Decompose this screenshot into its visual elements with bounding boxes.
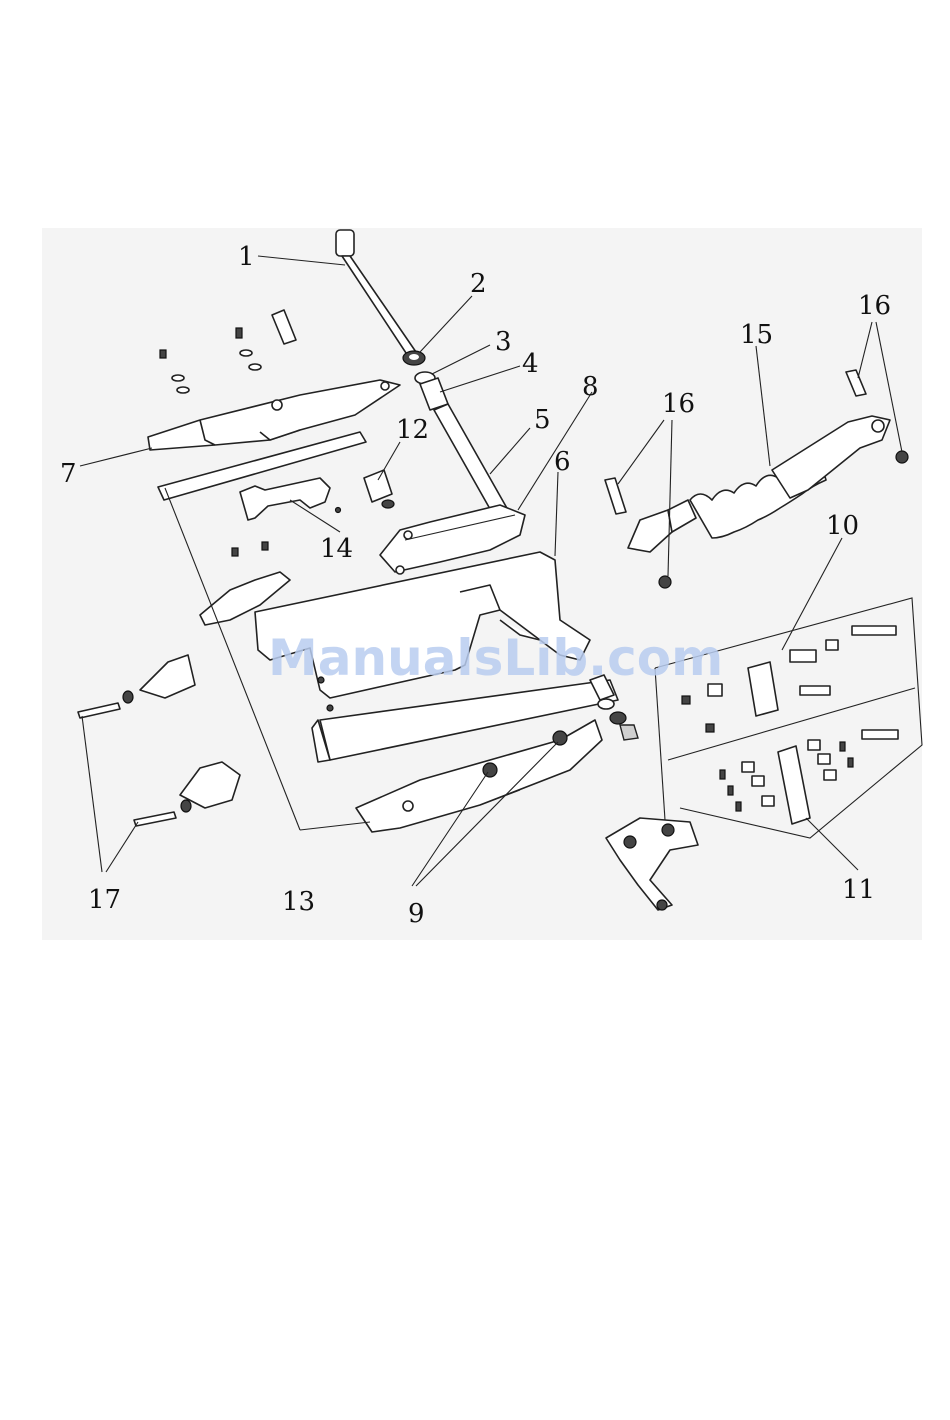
callout-5: 5 [534,405,551,435]
callout-17: 17 [88,885,121,915]
callout-7: 7 [60,459,77,489]
callout-15: 15 [740,320,773,350]
callout-8: 8 [582,372,599,402]
callout-9: 9 [408,899,425,929]
callout-14: 14 [320,534,353,564]
watermark: ManualsLib.com [268,629,723,687]
callout-16-right: 16 [858,291,891,321]
callout-13: 13 [282,887,315,917]
callout-2: 2 [470,269,487,299]
callout-12: 12 [396,415,429,445]
callout-16-left: 16 [662,389,695,419]
part-2-washer [403,351,425,365]
callout-10: 10 [826,511,859,541]
callout-11: 11 [842,875,875,905]
callout-4: 4 [522,349,539,379]
callout-1: 1 [238,242,255,272]
callout-3: 3 [495,327,512,357]
callout-6: 6 [554,447,571,477]
